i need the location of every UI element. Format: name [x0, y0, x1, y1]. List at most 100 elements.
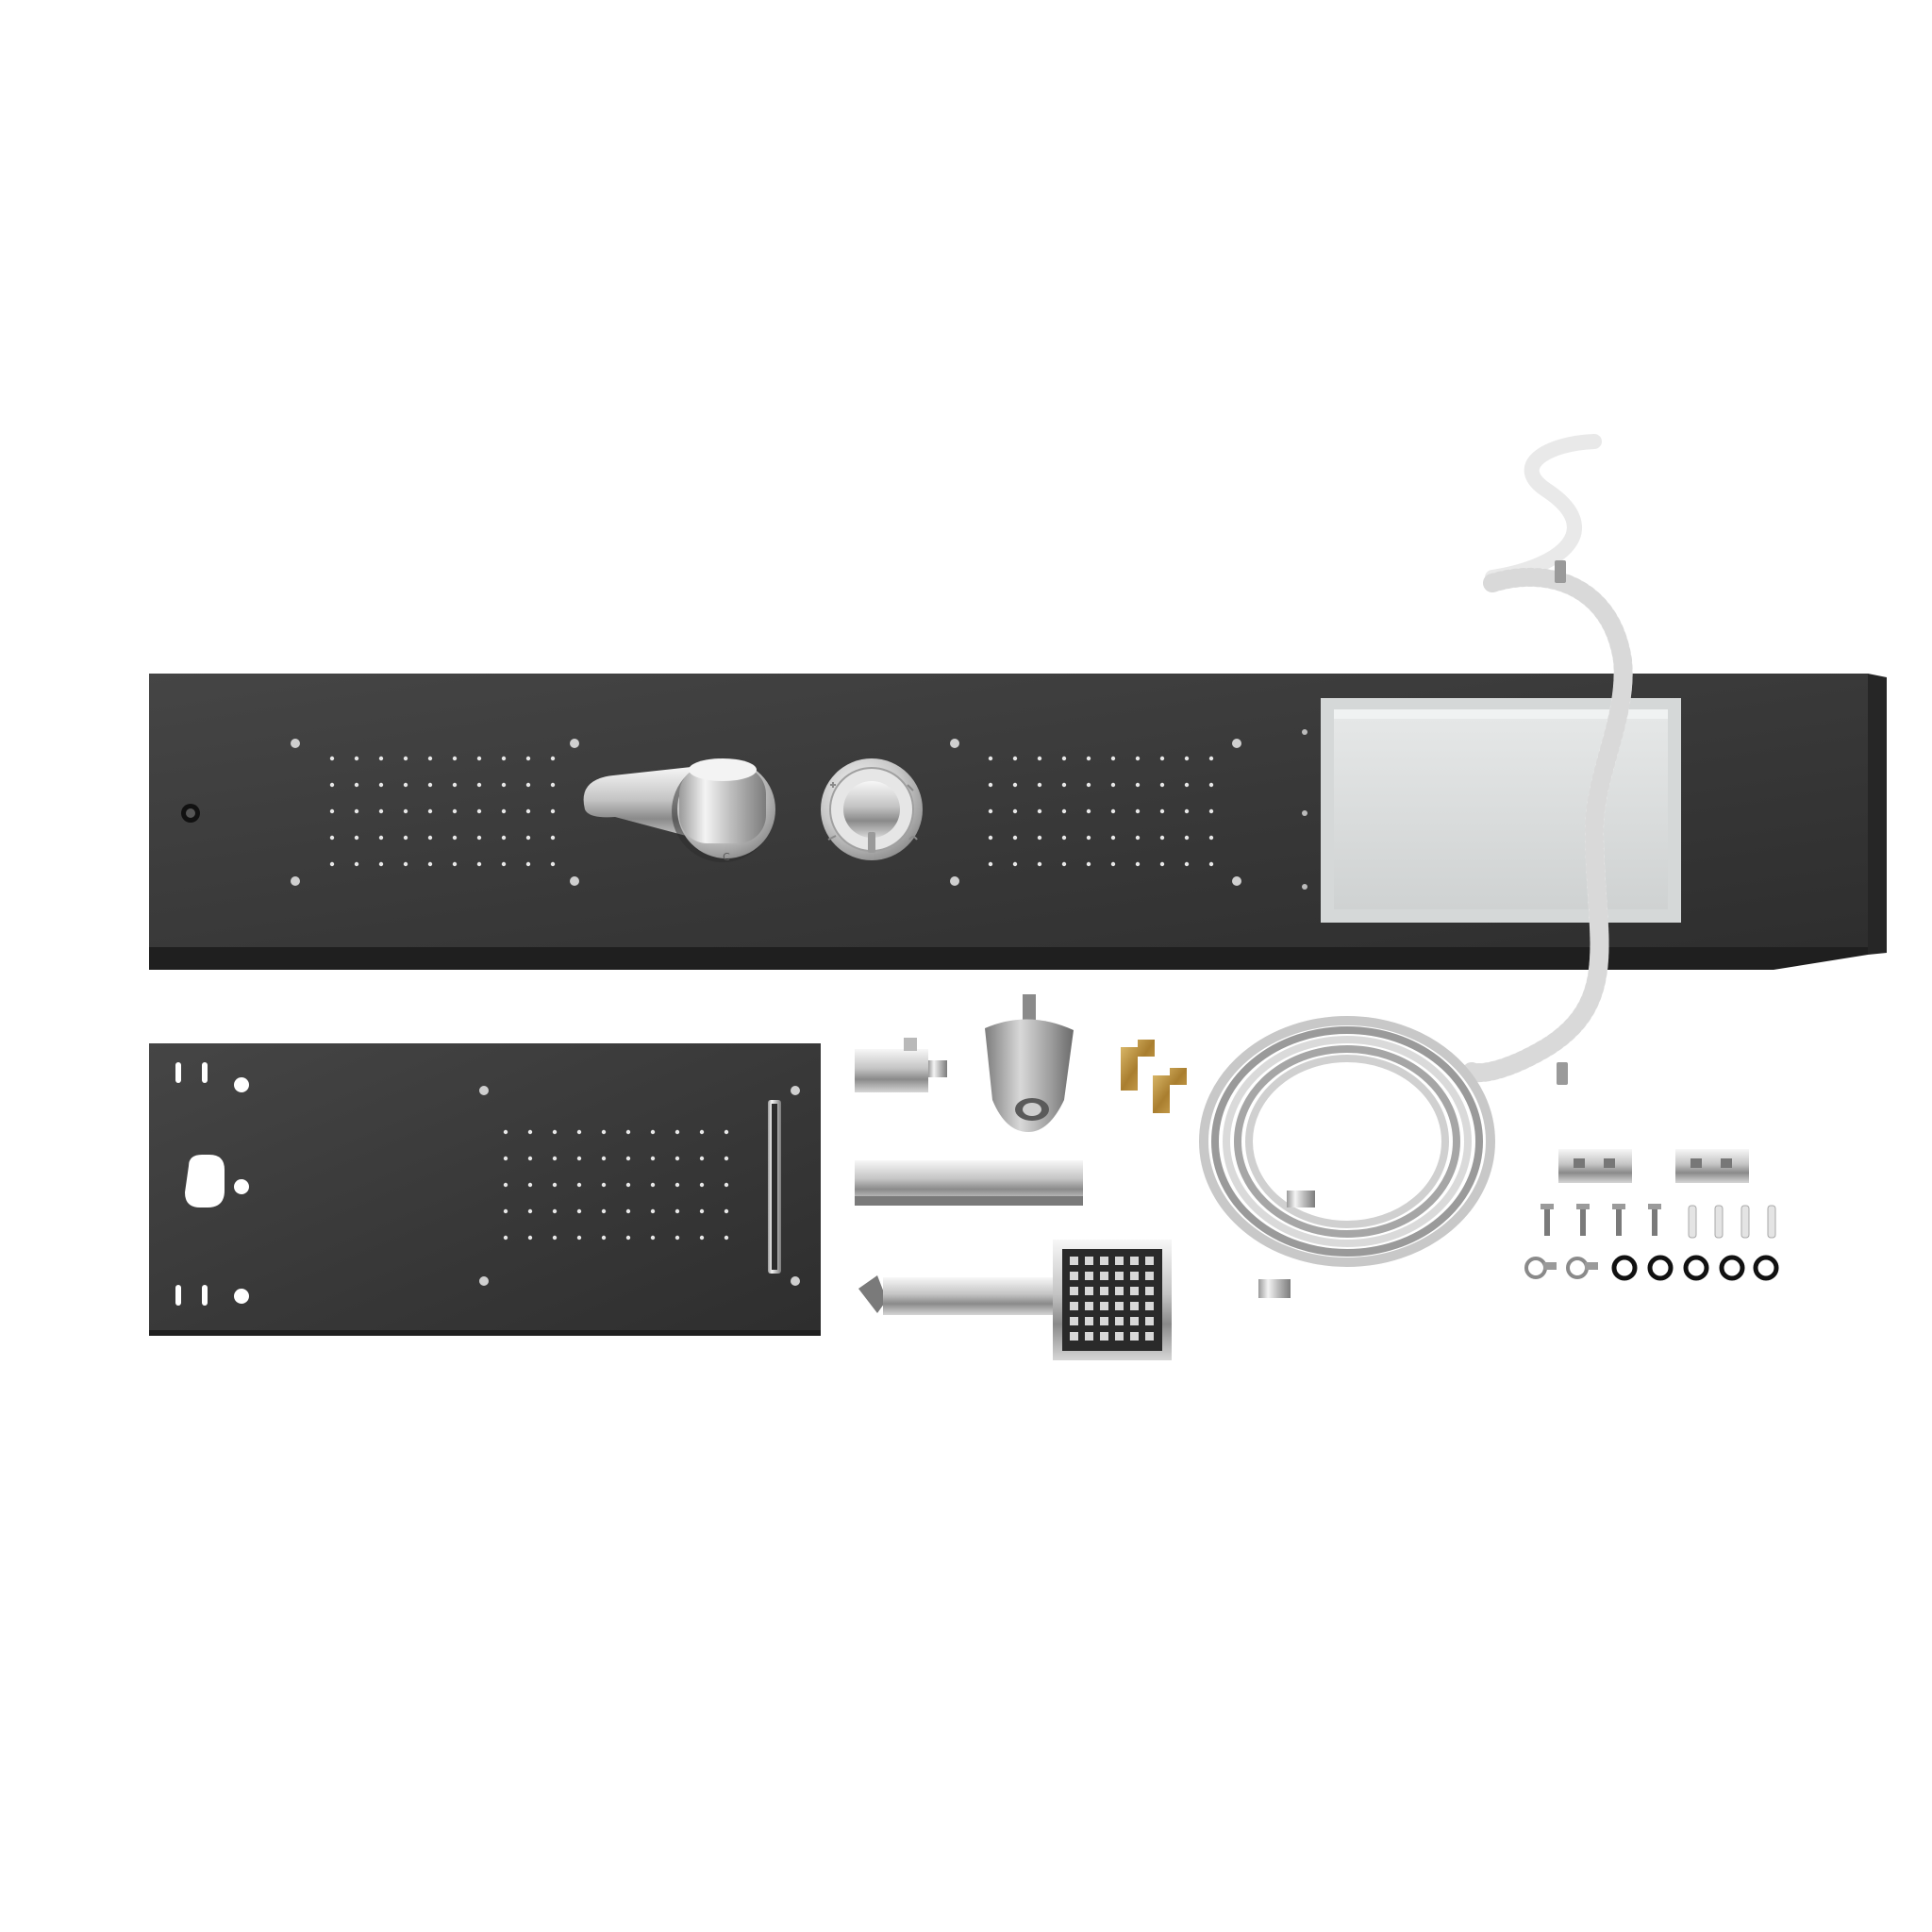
jet-nozzle — [1110, 756, 1116, 761]
jet-nozzle — [427, 835, 433, 841]
jet-nozzle — [650, 1156, 656, 1161]
jet-nozzle — [550, 861, 556, 867]
jet-nozzle — [1110, 808, 1116, 814]
jet-nozzle — [1110, 835, 1116, 841]
screw-shaft — [1544, 1209, 1550, 1236]
hand-shower-nozzle — [1100, 1287, 1108, 1295]
jet-nozzle — [427, 756, 433, 761]
jet-nozzle — [1208, 808, 1214, 814]
jet-nozzle — [378, 835, 384, 841]
hand-shower-nozzle — [1085, 1272, 1093, 1280]
jet-nozzle — [1184, 835, 1190, 841]
jet-nozzle — [550, 782, 556, 788]
jet-nozzle — [378, 808, 384, 814]
rain-jet-grid — [503, 1129, 729, 1241]
jet-nozzle — [552, 1235, 558, 1241]
jet-nozzle — [1012, 861, 1018, 867]
jet-nozzle — [525, 835, 531, 841]
screw-shaft — [1580, 1209, 1586, 1236]
panel-inlet-hose — [1485, 434, 1602, 585]
jet-nozzle — [650, 1129, 656, 1135]
thermostat-dial — [821, 758, 923, 860]
jet-nozzle — [1135, 861, 1141, 867]
hand-shower-nozzle — [1085, 1317, 1093, 1325]
hand-shower-nozzle — [1115, 1257, 1124, 1265]
jet-nozzle — [601, 1156, 607, 1161]
jet-nozzle — [625, 1182, 631, 1188]
wall-anchor — [1740, 1205, 1750, 1239]
jet-nozzle — [476, 835, 482, 841]
jet-nozzle — [1208, 756, 1214, 761]
hand-shower-nozzle — [1085, 1332, 1093, 1341]
body-jet-grid-left — [329, 756, 556, 867]
jet-nozzle — [527, 1129, 533, 1135]
jet-nozzle — [1037, 808, 1042, 814]
jet-nozzle — [1159, 835, 1165, 841]
jet-nozzle — [1086, 756, 1091, 761]
jet-nozzle — [724, 1235, 729, 1241]
jet-nozzle — [552, 1208, 558, 1214]
hand-shower-nozzle — [1115, 1317, 1124, 1325]
jet-nozzle — [476, 808, 482, 814]
jet-nozzle — [378, 782, 384, 788]
screw — [1612, 1204, 1625, 1209]
jet-nozzle — [552, 1182, 558, 1188]
hand-shower-nozzle — [1130, 1317, 1139, 1325]
wall-brackets — [1558, 1149, 1749, 1183]
jet-nozzle — [1061, 808, 1067, 814]
hose-clamps — [1524, 1257, 1598, 1279]
jet-nozzle — [1135, 808, 1141, 814]
jet-nozzle — [503, 1182, 508, 1188]
jet-nozzle — [403, 835, 408, 841]
jet-nozzle — [527, 1235, 533, 1241]
jet-nozzle — [1159, 756, 1165, 761]
hand-shower-nozzle — [1115, 1332, 1124, 1341]
screw — [1648, 1204, 1661, 1209]
jet-nozzle — [1061, 756, 1067, 761]
jet-nozzle — [1184, 861, 1190, 867]
hand-shower-nozzle — [1085, 1287, 1093, 1295]
jet-nozzle — [552, 1156, 558, 1161]
screw-shaft — [1616, 1209, 1622, 1236]
hand-shower-nozzle — [1130, 1302, 1139, 1310]
hand-shower-nozzle — [1070, 1302, 1078, 1310]
jet-nozzle — [699, 1208, 705, 1214]
jet-nozzle — [427, 808, 433, 814]
jet-nozzle — [576, 1182, 582, 1188]
jet-nozzle — [576, 1208, 582, 1214]
jet-nozzle — [501, 861, 507, 867]
hand-shower-nozzle — [1070, 1257, 1078, 1265]
wall-elbow-square — [855, 1038, 947, 1092]
wall-anchor — [1714, 1205, 1724, 1239]
jet-nozzle — [501, 756, 507, 761]
jet-nozzle — [403, 756, 408, 761]
panel-bottom-edge — [149, 947, 1868, 970]
jet-nozzle — [525, 756, 531, 761]
panel-screws — [291, 729, 1307, 890]
rain-shower-plate — [149, 1043, 821, 1336]
jet-nozzle — [625, 1129, 631, 1135]
jet-nozzle — [354, 756, 359, 761]
jet-nozzle — [1012, 756, 1018, 761]
jet-nozzle — [354, 782, 359, 788]
jet-nozzle — [576, 1156, 582, 1161]
jet-nozzle — [988, 835, 993, 841]
jet-nozzle — [1159, 808, 1165, 814]
jet-nozzle — [601, 1208, 607, 1214]
jet-nozzle — [724, 1156, 729, 1161]
hand-shower-nozzle — [1115, 1302, 1124, 1310]
hand-shower-nozzle — [1145, 1287, 1154, 1295]
jet-nozzle — [329, 756, 335, 761]
hand-shower-nozzle — [1145, 1302, 1154, 1310]
jet-nozzle — [988, 808, 993, 814]
hand-shower-nozzle — [1070, 1287, 1078, 1295]
jet-nozzle — [650, 1182, 656, 1188]
hand-shower-nozzle — [1100, 1302, 1108, 1310]
jet-nozzle — [329, 782, 335, 788]
screw — [1576, 1204, 1590, 1209]
o-rings — [1611, 1255, 1779, 1281]
hand-shower-nozzle — [1130, 1332, 1139, 1341]
hand-shower-nozzle — [1100, 1257, 1108, 1265]
hand-shower-nozzle — [1130, 1287, 1139, 1295]
jet-nozzle — [1159, 782, 1165, 788]
